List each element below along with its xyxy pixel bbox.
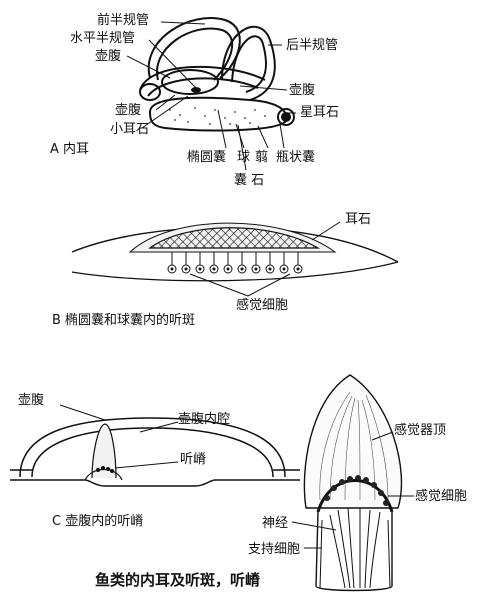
lagena-char-label: 翦 — [255, 150, 269, 165]
sagitta-label: 囊 石 — [234, 173, 265, 188]
panel-a-caption: A 内耳 — [50, 142, 90, 157]
lagena-label: 瓶状囊 — [276, 150, 316, 165]
ampulla-label: 壶腹 — [18, 393, 45, 408]
utricle-right-label: 壶腹 — [289, 83, 316, 98]
otolith-label: 耳石 — [345, 212, 372, 227]
cupula-top-label: 感觉器顶 — [394, 423, 447, 438]
lapillus-label: 小耳石 — [110, 122, 150, 137]
utricle-sac-label: 椭圆囊 — [187, 150, 227, 165]
figure-title: 鱼类的内耳及听斑，听嵴 — [95, 571, 261, 589]
macula-sensory-cells-label: 感觉细胞 — [236, 298, 289, 313]
posterior-canal-label: 后半规管 — [286, 38, 339, 53]
panel-b-caption: B 椭圆囊和球囊内的听斑 — [52, 313, 196, 328]
anterior-canal-label: 前半规管 — [97, 13, 150, 28]
ampulla-left-label: 壶腹 — [115, 103, 142, 118]
nerve-label: 神经 — [262, 516, 289, 531]
supporting-cells-label: 支持细胞 — [248, 542, 301, 557]
crista-sensory-cells-label: 感觉细胞 — [415, 489, 468, 504]
horizontal-canal-label: 水平半规管 — [70, 31, 136, 46]
utricle-top-label: 壶腹 — [95, 49, 122, 64]
panel-c-caption: C 壶腹内的听嵴 — [52, 514, 144, 529]
asteriscus-label: 星耳石 — [300, 105, 340, 120]
saccule-label: 球 — [237, 150, 251, 165]
ampulla-cavity-label: 壶腹内腔 — [178, 412, 231, 427]
crista-label: 听嵴 — [180, 452, 207, 467]
